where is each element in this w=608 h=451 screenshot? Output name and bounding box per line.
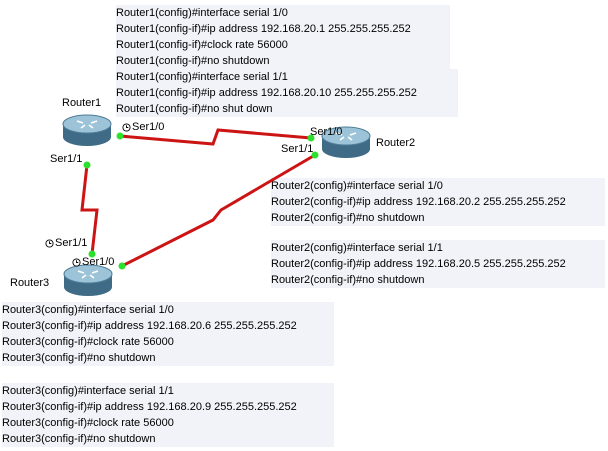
- port-dot-router3-ser1-1[interactable]: [88, 250, 96, 258]
- config-line: Router1(config-if)#no shut down: [116, 103, 273, 115]
- router2-name: Router2: [376, 137, 416, 149]
- config-line: Router3(config-if)#no shutdown: [2, 352, 156, 364]
- serial-link-router1-router3[interactable]: [80, 164, 99, 255]
- config-line: Router3(config)#interface serial 1/1: [2, 385, 174, 397]
- router2-ser1-1-label: Ser1/1: [281, 143, 314, 155]
- config-line: Router3(config-if)#clock rate 56000: [2, 336, 174, 348]
- config-line: Router2(config-if)#no shutdown: [271, 274, 425, 286]
- router2-icon[interactable]: [318, 124, 374, 162]
- port-dot-router1-ser1-1[interactable]: [83, 161, 91, 169]
- config-line: Router3(config-if)#ip address 192.168.20…: [2, 320, 297, 332]
- router1-ser1-1-label: Ser1/1: [50, 153, 83, 165]
- serial-link-router1-router2[interactable]: [119, 128, 312, 146]
- router3-config-serial-1-1: Router3(config)#interface serial 1/1 Rou…: [2, 383, 334, 447]
- config-line: Router2(config-if)#ip address 192.168.20…: [271, 258, 566, 270]
- config-line: Router3(config-if)#clock rate 56000: [2, 417, 174, 429]
- config-line: Router1(config)#interface serial 1/0: [116, 7, 288, 19]
- router1-name: Router1: [62, 97, 102, 109]
- clock-icon: [122, 123, 131, 132]
- clock-icon: [45, 239, 54, 248]
- port-dot-router3-ser1-0[interactable]: [118, 262, 126, 270]
- router1-ser1-0-label: Ser1/0: [122, 121, 164, 134]
- config-line: Router1(config-if)#ip address 192.168.20…: [116, 87, 417, 99]
- router3-ser1-1-label: Ser1/1: [45, 237, 87, 250]
- router1-config-serial-1-1: Router1(config)#interface serial 1/1 Rou…: [116, 69, 458, 117]
- router3-config-serial-1-0: Router3(config)#interface serial 1/0 Rou…: [2, 302, 334, 366]
- router3-name: Router3: [10, 277, 50, 289]
- router1-icon[interactable]: [59, 111, 115, 151]
- clock-icon: [72, 258, 81, 267]
- serial-link-router2-router3[interactable]: [121, 153, 316, 268]
- port-label: Ser1/1: [55, 237, 88, 249]
- port-label: Ser1/0: [132, 121, 165, 133]
- config-line: Router1(config-if)#ip address 192.168.20…: [116, 23, 411, 35]
- config-line: Router1(config-if)#no shutdown: [116, 55, 270, 67]
- config-line: Router2(config)#interface serial 1/0: [271, 180, 443, 192]
- router3-ser1-0-label: Ser1/0: [72, 256, 114, 269]
- config-line: Router2(config-if)#no shutdown: [271, 212, 425, 224]
- config-line: Router2(config)#interface serial 1/1: [271, 242, 443, 254]
- config-line: Router3(config-if)#ip address 192.168.20…: [2, 401, 297, 413]
- router2-ser1-0-label: Ser1/0: [310, 126, 343, 138]
- config-line: Router3(config)#interface serial 1/0: [2, 304, 174, 316]
- port-dot-router2-ser1-1[interactable]: [311, 151, 319, 159]
- config-line: Router2(config-if)#ip address 192.168.20…: [271, 196, 566, 208]
- config-line: Router1(config-if)#clock rate 56000: [116, 39, 288, 51]
- router2-config-serial-1-1: Router2(config)#interface serial 1/1 Rou…: [271, 240, 605, 288]
- port-label: Ser1/0: [82, 256, 115, 268]
- router2-config-serial-1-0: Router2(config)#interface serial 1/0 Rou…: [271, 178, 605, 226]
- port-dot-router2-ser1-0[interactable]: [307, 134, 315, 142]
- port-dot-router1-ser1-0[interactable]: [116, 132, 124, 140]
- router1-config-serial-1-0: Router1(config)#interface serial 1/0 Rou…: [116, 5, 450, 69]
- config-line: Router3(config-if)#no shutdown: [2, 433, 156, 445]
- router3-icon[interactable]: [60, 262, 116, 300]
- config-line: Router1(config)#interface serial 1/1: [116, 71, 288, 83]
